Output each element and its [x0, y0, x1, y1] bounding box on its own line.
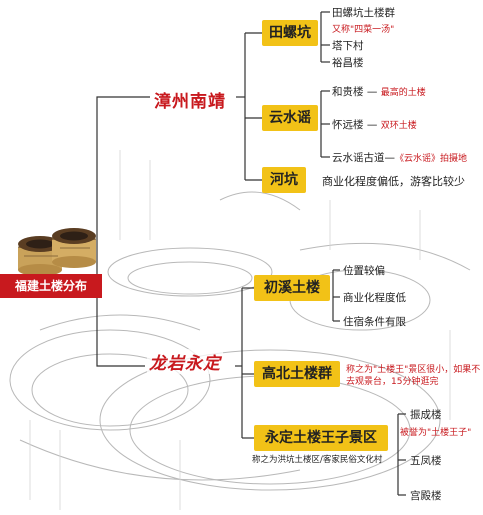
node-gaobei: 高北土楼群	[254, 361, 340, 387]
leaf-yuchang-lou: 裕昌楼	[332, 57, 364, 69]
note-tulou-prince: 被誉为"土楼王子"	[400, 428, 472, 438]
node-chuxi: 初溪土楼	[254, 275, 330, 301]
note-gaobei-king: 称之为"土楼王"景区很小，如果不去观景台，15分钟逛完	[346, 365, 481, 387]
root-node: 福建土楼分布	[0, 274, 102, 298]
leaf-hegui-name: 和贵楼	[332, 86, 364, 98]
region-zhangzhou-nanjing: 漳州南靖	[152, 87, 228, 112]
leaf-ancient-road: 云水谣古道—《云水谣》拍摄地	[332, 150, 467, 165]
note-four-dishes-one-soup: 又称"四菜一汤"	[332, 25, 395, 35]
node-tianluokeng: 田螺坑	[262, 20, 318, 46]
node-yongding-prince: 永定土楼王子景区	[254, 425, 388, 451]
leaf-wufeng-lou: 五凤楼	[410, 455, 442, 467]
note-double-ring-tulou: 双环土楼	[380, 121, 417, 131]
leaf-remote-location: 位置较偏	[343, 265, 385, 277]
note-tallest-tulou: 最高的土楼	[380, 88, 426, 98]
leaf-tianluokeng-cluster: 田螺坑土楼群	[332, 7, 395, 19]
leaf-huaiyuan-lou: 怀远楼 — 双环土楼	[332, 117, 417, 132]
leaf-hekeng-desc: 商业化程度偏低，游客比较少	[322, 175, 465, 188]
leaf-hongkeng-subtitle: 称之为洪坑土楼区/客家民俗文化村	[252, 455, 383, 465]
node-yunshuiyao: 云水谣	[262, 105, 318, 131]
region-longyan-yongding: 龙岩永定	[147, 349, 223, 374]
dash: —	[366, 86, 378, 98]
leaf-hegui-lou: 和贵楼 — 最高的土楼	[332, 84, 426, 99]
leaf-zhencheng-lou: 振成楼	[410, 409, 442, 421]
dash: —	[384, 152, 396, 164]
leaf-gongdian-lou: 宫殿楼	[410, 490, 442, 502]
leaf-huaiyuan-name: 怀远楼	[332, 119, 364, 131]
leaf-ancient-road-name: 云水谣古道	[332, 152, 385, 164]
dash: —	[366, 119, 378, 131]
leaf-taxia-village: 塔下村	[332, 40, 364, 52]
leaf-low-commercial: 商业化程度低	[343, 292, 406, 304]
leaf-limited-lodging: 住宿条件有限	[343, 316, 406, 328]
note-filming-location: 《云水谣》拍摄地	[395, 154, 468, 164]
tulou-icon	[18, 228, 96, 276]
node-hekeng: 河坑	[262, 167, 306, 193]
